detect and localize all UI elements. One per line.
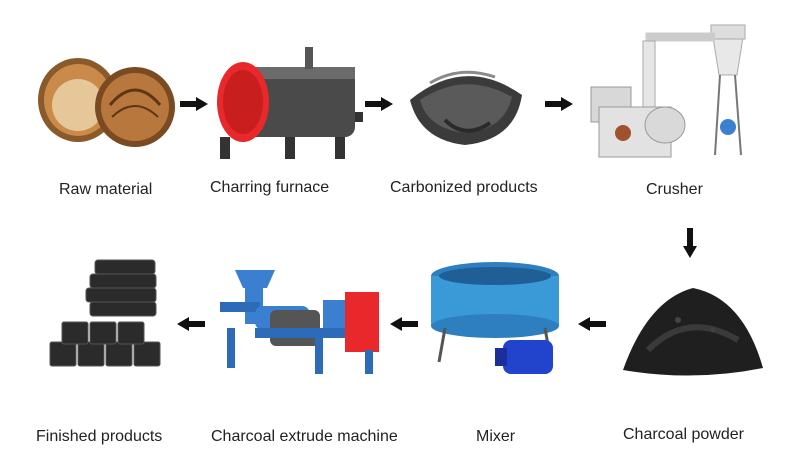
crusher-image	[585, 15, 760, 165]
mixer-machine-icon	[431, 262, 559, 374]
charcoal-powder-image	[618, 280, 768, 385]
label-charcoal-extrude-machine: Charcoal extrude machine	[211, 428, 398, 445]
extrude-machine-image	[215, 262, 385, 382]
charcoal-powder-icon	[623, 288, 763, 376]
carbonized-shell-icon	[410, 70, 522, 145]
label-finished-products: Finished products	[36, 428, 163, 445]
carbonized-products-image	[400, 45, 530, 155]
arrow-left-icon	[390, 317, 418, 331]
label-carbonized-products: Carbonized products	[390, 179, 538, 196]
label-crusher: Crusher	[646, 181, 703, 198]
arrow-right-icon	[365, 97, 393, 111]
label-mixer: Mixer	[476, 428, 516, 445]
arrow-right-icon	[545, 97, 573, 111]
charring-furnace-image	[205, 42, 365, 162]
finished-products-image	[40, 250, 170, 390]
extruder-machine-icon	[220, 270, 379, 374]
label-charring-furnace: Charring furnace	[210, 179, 330, 196]
arrow-down-icon	[683, 228, 697, 258]
arrow-left-icon	[578, 317, 606, 331]
charring-furnace-icon	[217, 47, 363, 159]
coconut-shell-icon	[38, 58, 175, 147]
crusher-machine-icon	[590, 24, 746, 158]
charcoal-briquettes-icon	[49, 259, 161, 367]
arrow-right-icon	[180, 97, 208, 111]
arrow-left-icon	[177, 317, 205, 331]
label-raw-material: Raw material	[59, 181, 153, 198]
label-charcoal-powder: Charcoal powder	[623, 426, 744, 443]
raw-material-image	[30, 45, 180, 155]
mixer-image	[425, 258, 570, 398]
